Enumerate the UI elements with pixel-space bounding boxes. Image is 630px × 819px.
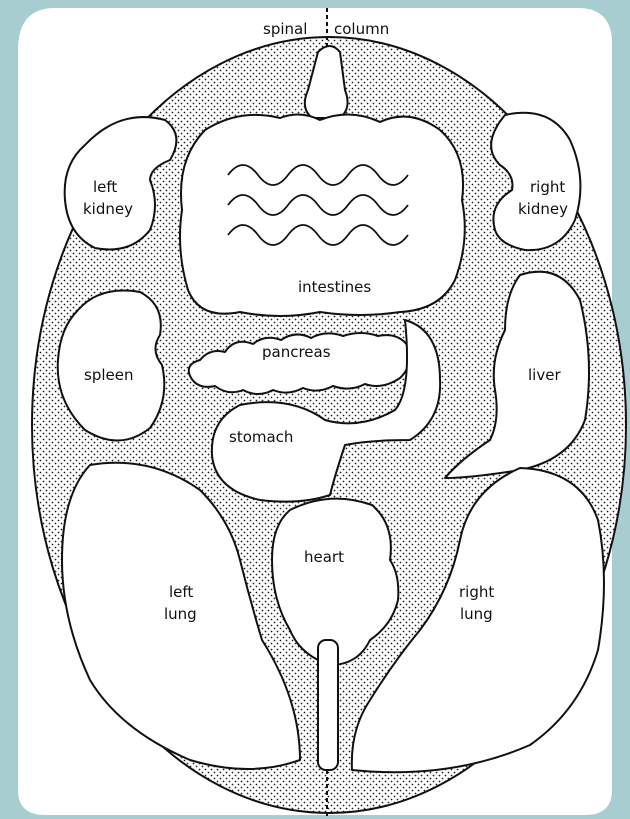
pancreas-label: pancreas [262,343,331,361]
right-lung-label-2: lung [460,605,493,623]
spine-label-right: column [334,20,389,38]
right-kidney-label-2: kidney [518,200,568,218]
left-kidney-label-2: kidney [83,200,133,218]
spine-label-left: spinal [263,20,307,38]
stomach-label: stomach [229,428,293,446]
trachea-shape [318,640,338,770]
right-kidney-label-1: right [530,178,565,196]
liver-label: liver [528,366,561,384]
intestines-label: intestines [298,278,371,296]
spleen-label: spleen [84,366,133,384]
left-kidney-label-1: left [93,178,117,196]
right-lung-label-1: right [459,583,494,601]
left-lung-label-1: left [169,583,193,601]
heart-label: heart [304,548,344,566]
left-lung-label-2: lung [164,605,197,623]
